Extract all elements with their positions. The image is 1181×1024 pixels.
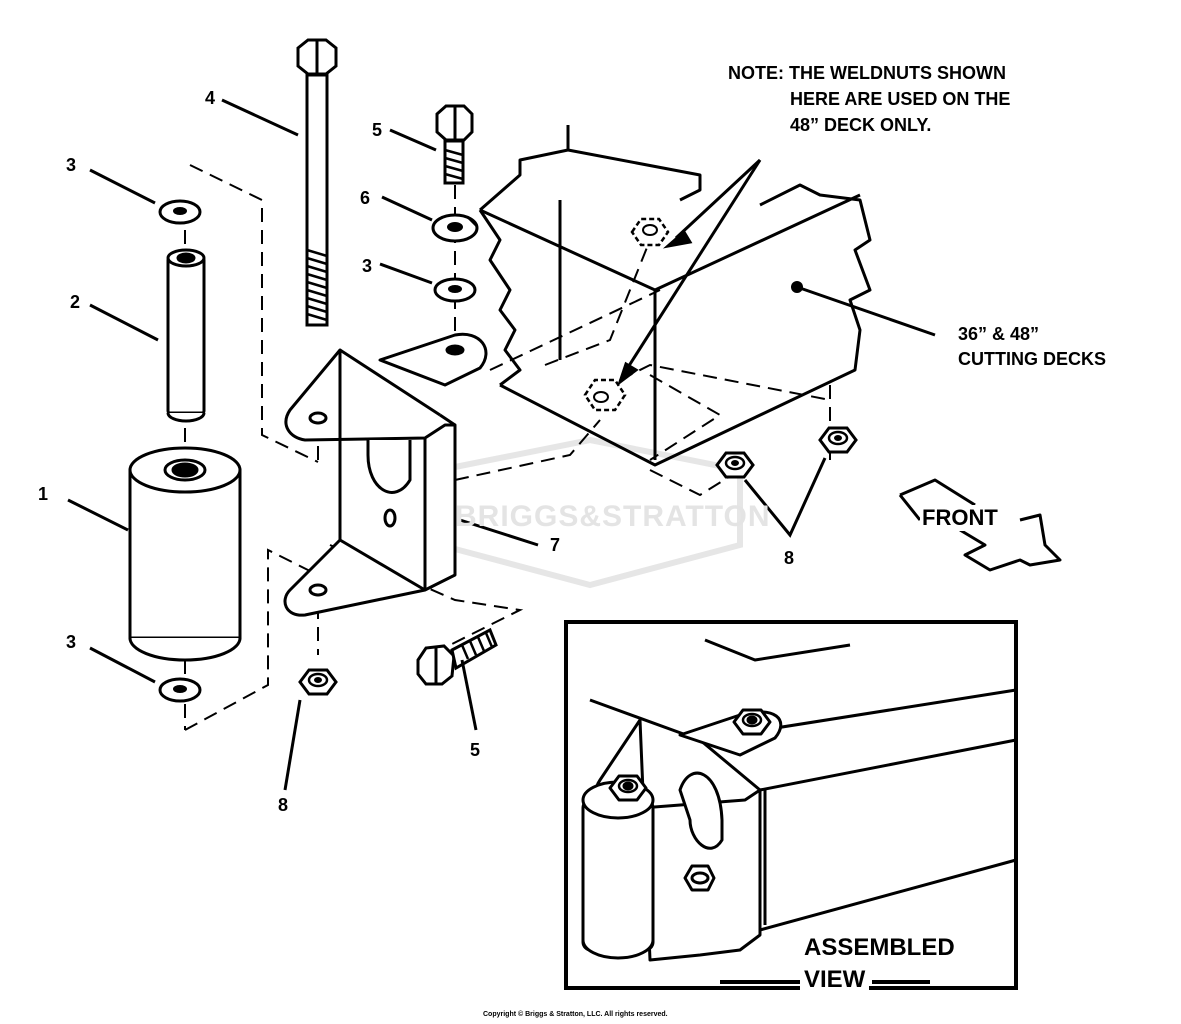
front-label: FRONT <box>920 505 1000 531</box>
callout-7: 7 <box>550 535 561 555</box>
note-line-1: NOTE: THE WELDNUTS SHOWN <box>728 63 1006 83</box>
callout-1: 1 <box>38 484 49 504</box>
part-8-nut-deck-right <box>818 426 858 454</box>
assembled-view-subtitle: VIEW <box>800 967 870 993</box>
deck-leader <box>791 281 936 337</box>
assembly-lines <box>184 164 831 731</box>
part-1-roller <box>128 446 242 662</box>
deck-label-line-2: CUTTING DECKS <box>958 349 1106 369</box>
callout-leaders <box>67 98 827 791</box>
cutting-deck <box>478 125 872 467</box>
part-7-bracket <box>283 332 488 617</box>
part-5-bolt-lower <box>416 627 498 686</box>
part-3-washer-bottom <box>158 677 202 703</box>
callout-4: 4 <box>205 88 216 108</box>
callout-8-bottom: 8 <box>278 795 289 815</box>
weldnut-upper <box>630 217 670 247</box>
assembled-view-title: ASSEMBLED <box>800 935 959 961</box>
part-3-washer-top <box>158 199 202 225</box>
front-arrow <box>898 478 1062 572</box>
copyright-notice: Copyright © Briggs & Stratton, LLC. All … <box>483 1011 668 1018</box>
note-line-2: HERE ARE USED ON THE <box>790 89 1011 109</box>
callout-6: 6 <box>360 188 371 208</box>
callout-5-upper: 5 <box>372 120 383 140</box>
callout-3-right: 3 <box>362 256 373 276</box>
callout-5-lower: 5 <box>470 740 481 760</box>
callout-8-deck: 8 <box>784 548 795 568</box>
part-8-nut-bottom <box>298 668 338 696</box>
callout-3-bottom: 3 <box>66 632 77 652</box>
callout-3-top: 3 <box>66 155 77 175</box>
part-2-spacer <box>166 248 206 423</box>
part-6-lock-washer <box>431 213 479 243</box>
note-arrows <box>617 158 762 387</box>
part-8-nut-deck-left <box>715 451 755 479</box>
weldnut-lower <box>583 378 627 412</box>
part-3-washer-right <box>433 277 477 303</box>
assembled-view-drawing <box>581 638 1017 962</box>
watermark-text: BRIGGS&STRATTON <box>455 500 771 533</box>
deck-label-line-1: 36” & 48” <box>958 324 1040 344</box>
assembled-view-frame <box>564 620 1018 990</box>
callout-2: 2 <box>70 292 81 312</box>
part-5-bolt-upper <box>435 104 474 185</box>
part-4-long-bolt <box>296 38 338 327</box>
note-line-3: 48” DECK ONLY. <box>790 115 932 135</box>
